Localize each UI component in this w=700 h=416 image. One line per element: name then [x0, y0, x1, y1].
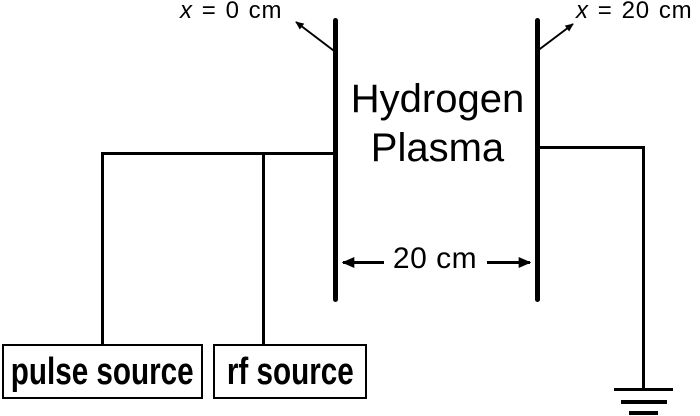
rf-source-label: rf source: [226, 350, 354, 393]
wire-pulse-source-vertical: [101, 152, 104, 345]
ground-bar-top: [614, 388, 673, 391]
right-electrode-plate: [535, 18, 540, 302]
wire-rf-source-vertical: [262, 152, 265, 345]
pointer-arrow-x20-icon: [537, 23, 574, 51]
x0-equation: = 0 cm: [192, 0, 283, 24]
wire-right-horizontal: [538, 146, 645, 149]
left-electrode-plate: [333, 18, 338, 302]
gap-dimension-label: 20 cm: [392, 242, 478, 275]
x20-variable: x: [576, 0, 589, 24]
x20-equation: = 20 cm: [588, 0, 693, 24]
pointer-arrow-x0-icon: [295, 21, 337, 53]
wire-left-horizontal: [101, 152, 335, 155]
hydrogen-plasma-line2: Plasma: [370, 126, 505, 170]
rf-source-box: rf source: [213, 344, 367, 399]
pulse-source-box: pulse source: [2, 344, 203, 399]
x0-position-label: x = 0 cm: [180, 0, 282, 23]
pulse-source-label: pulse source: [11, 350, 194, 393]
hydrogen-plasma-label: Hydrogen Plasma: [335, 75, 540, 173]
x20-position-label: x = 20 cm: [576, 0, 692, 23]
ground-bar-middle: [621, 400, 667, 404]
x0-variable: x: [180, 0, 193, 24]
hydrogen-plasma-line1: Hydrogen: [350, 77, 525, 121]
ground-bar-bottom: [629, 411, 658, 415]
wire-ground-vertical: [642, 146, 645, 390]
